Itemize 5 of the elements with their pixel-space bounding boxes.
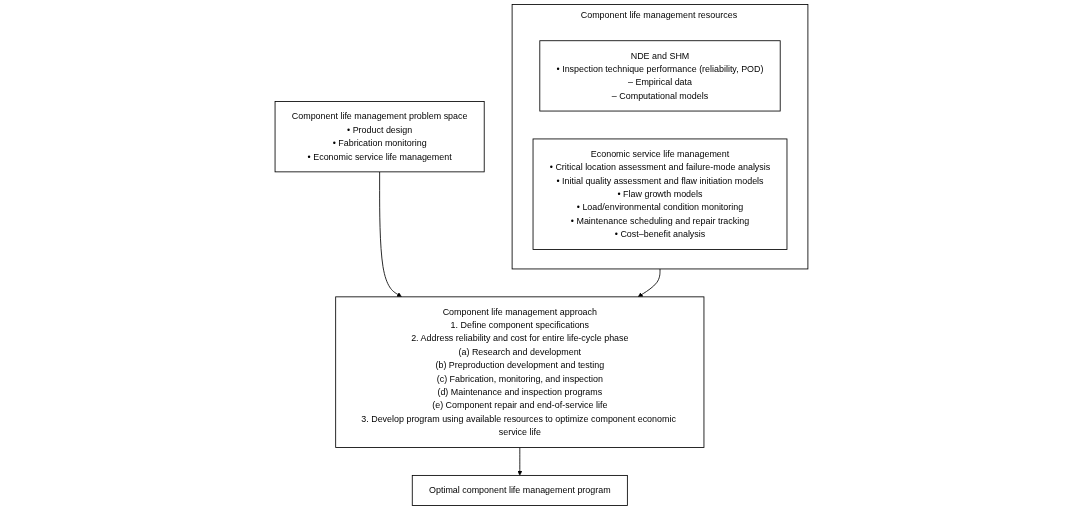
node-box: Component life management problem space • Product design • Fabrication monitoring • Economic service life management: [274, 101, 485, 173]
node-box: NDE and SHM • Inspection technique performance (reliability, POD) – Empirical data – Computational models: [538, 40, 781, 112]
node-box: Optimal component life management program: [411, 474, 628, 506]
node-box: Component life management approach 1. Define component specifications 2. Address reliability and cost for entire life-cycle phase (a) Research and development (b) Preproduction development and testing (c) Fabrication, monitoring, and inspection (d) Maintenance and inspection programs (e) Component repair and end-of-service life 3. Develop program using available resources to optimize component economic service life: [334, 296, 704, 448]
node-box: Economic service life management • Critical location assessment and failure-mode analysis • Initial quality assessment and flaw initiation models • Flaw growth models • Load/environmental condition monitoring • Maintenance scheduling and repair tracking • Cost–benefit analysis: [532, 138, 787, 250]
